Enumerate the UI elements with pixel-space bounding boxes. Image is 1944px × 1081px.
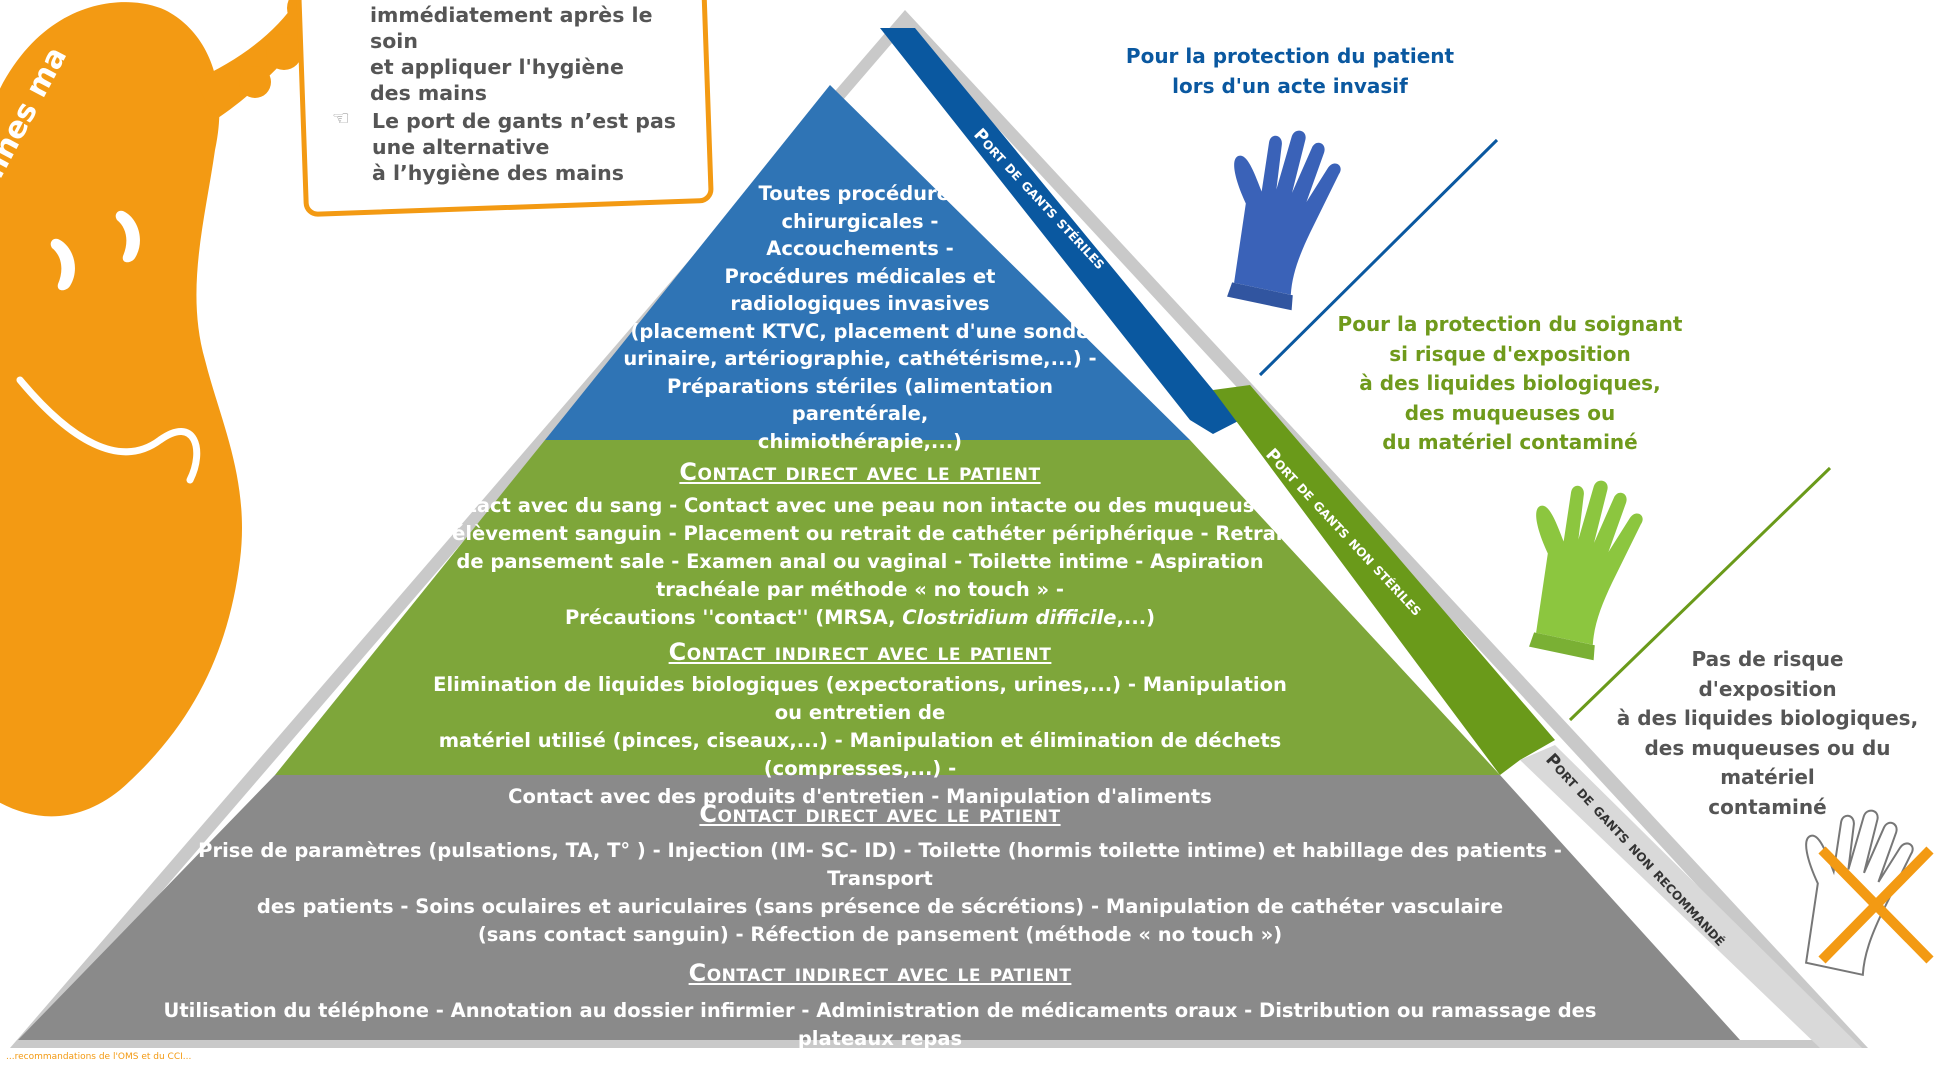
tier-line: Elimination de liquides biologiques (exp…: [433, 673, 1287, 724]
tier-line: de pansement sale - Examen anal ou vagin…: [456, 550, 1264, 573]
hand-bullet-icon: ☜: [332, 106, 350, 130]
band-notrec-edge: [1520, 745, 1862, 1048]
band-nonsterile: [1213, 385, 1555, 775]
note-line: immédiatement après le soin: [370, 3, 653, 53]
mascot-eye: [50, 238, 75, 291]
orange-mascot: nnes ma: [0, 0, 328, 817]
tier-line-italic: Clostridium difficile: [902, 606, 1117, 629]
callout-line: si risque d'exposition: [1389, 341, 1631, 366]
tier-sterile-shape: [545, 85, 1190, 440]
cross-mark: [1818, 846, 1934, 964]
blue-glove-icon: [1227, 130, 1341, 311]
tier-line: Contact avec des produits d'entretien - …: [508, 785, 1212, 808]
callout-line: du matériel contaminé: [1382, 430, 1638, 454]
band-sterile: [880, 28, 1250, 434]
mascot-eye: [115, 210, 140, 263]
tier-line: (placement KTVC, placement d'une sonde: [630, 319, 1090, 343]
tier-indirect-title: Contact indirect avec le patient: [668, 638, 1052, 666]
mascot-body: [0, 2, 242, 817]
tier-notrec-shape: [18, 775, 1740, 1040]
note-line: des mains: [370, 81, 487, 105]
tier-notrec-text: Contact direct avec le patient Prise de …: [160, 800, 1600, 1081]
tier-line: Accouchements -: [766, 237, 954, 260]
callout-line: contaminé: [1708, 794, 1827, 819]
crossed-glove-icon: [1804, 809, 1934, 977]
callout-line: Pour la protection du soignant: [1337, 312, 1683, 336]
callout-line: Pour la protection du patient: [1125, 44, 1455, 68]
callout-line: des muqueuses ou: [1404, 400, 1616, 425]
tier-line: Procédures médicales et: [724, 264, 996, 288]
tier-line: Prélèvement sanguin - Placement ou retra…: [428, 522, 1292, 545]
tier-line: Utilisation du téléphone - Annotation au…: [163, 999, 1597, 1050]
tier-indirect-title: Contact indirect avec le patient: [688, 959, 1072, 987]
callout-nonsterile: Pour la protection du soignant si risque…: [1300, 310, 1720, 458]
tier-line: matériel utilisé (pinces, ciseaux,...) -…: [438, 729, 1282, 780]
tier-direct-title: Contact direct avec le patient: [699, 800, 1061, 828]
tier-line: radiologiques invasives: [730, 292, 990, 315]
green-glove-icon: [1529, 480, 1643, 661]
callout-line: Pas de risque: [1691, 647, 1844, 671]
note-gloves-text: Le port de gants n’est pas une alternati…: [372, 108, 702, 186]
callout-line: à des liquides biologiques,: [1359, 371, 1661, 395]
note-hygiene-text: immédiatement après le soin et appliquer…: [370, 2, 700, 106]
note-line: une alternative: [372, 135, 550, 159]
tier-line: trachéale par méthode « no touch » -: [655, 578, 1065, 601]
footnote: ...recommandations de l'OMS et du CCI...: [6, 1052, 192, 1062]
tier-line: Précautions ''contact'' (MRSA, Clostridi…: [420, 604, 1300, 632]
note-line: et appliquer l'hygiène: [370, 55, 624, 79]
tier-line: urinaire, artériographie, cathétérisme,.…: [623, 347, 1097, 370]
mascot-hand-finger: [266, 34, 302, 70]
tier-line-part: ,...): [1116, 606, 1156, 629]
tier-line: des patients - Soins oculaires et auricu…: [256, 895, 1504, 918]
callout-line: des muqueuses ou du matériel: [1644, 735, 1891, 790]
tier-line: Prise de paramètres (pulsations, TA, T° …: [198, 839, 1562, 890]
tier-line: chimiothérapie,...): [757, 429, 963, 453]
tier-line: Toutes procédures: [758, 182, 962, 205]
tier-line: Préparations stériles (alimentation pare…: [666, 374, 1054, 426]
tier-line: (sans contact sanguin) - Réfection de pa…: [477, 923, 1283, 946]
mascot-hand-finger: [239, 66, 271, 98]
note-line: à l’hygiène des mains: [372, 161, 624, 185]
callout-line: lors d'un acte invasif: [1172, 73, 1408, 98]
callout-line: à des liquides biologiques,: [1616, 706, 1919, 730]
tier-line: Contact avec du sang - Contact avec une …: [425, 494, 1295, 517]
tier-nonsterile-shape: [275, 440, 1500, 775]
mascot-arm: [195, 0, 328, 120]
mascot-mouth: [16, 376, 201, 484]
tier-line: chirurgicales -: [781, 209, 939, 233]
callout-sterile: Pour la protection du patient lors d'un …: [1090, 42, 1490, 101]
callout-line: d'exposition: [1698, 676, 1837, 701]
guide-line-sterile: [1258, 138, 1499, 377]
tier-line-part: Précautions ''contact'' (MRSA,: [564, 606, 903, 629]
tier-nonsterile-text: Contact direct avec le patient Contact a…: [420, 458, 1300, 811]
tier-direct-title: Contact direct avec le patient: [679, 458, 1041, 486]
tier-sterile-text: Toutes procédures chirurgicales - Accouc…: [610, 180, 1110, 455]
note-line: Le port de gants n’est pas: [372, 109, 676, 133]
callout-no-risk: Pas de risque d'exposition à des liquide…: [1595, 645, 1940, 822]
guide-line-nonsterile: [1568, 466, 1832, 722]
tier-line: - Réfection des lits - Administration d’…: [343, 1055, 1417, 1078]
